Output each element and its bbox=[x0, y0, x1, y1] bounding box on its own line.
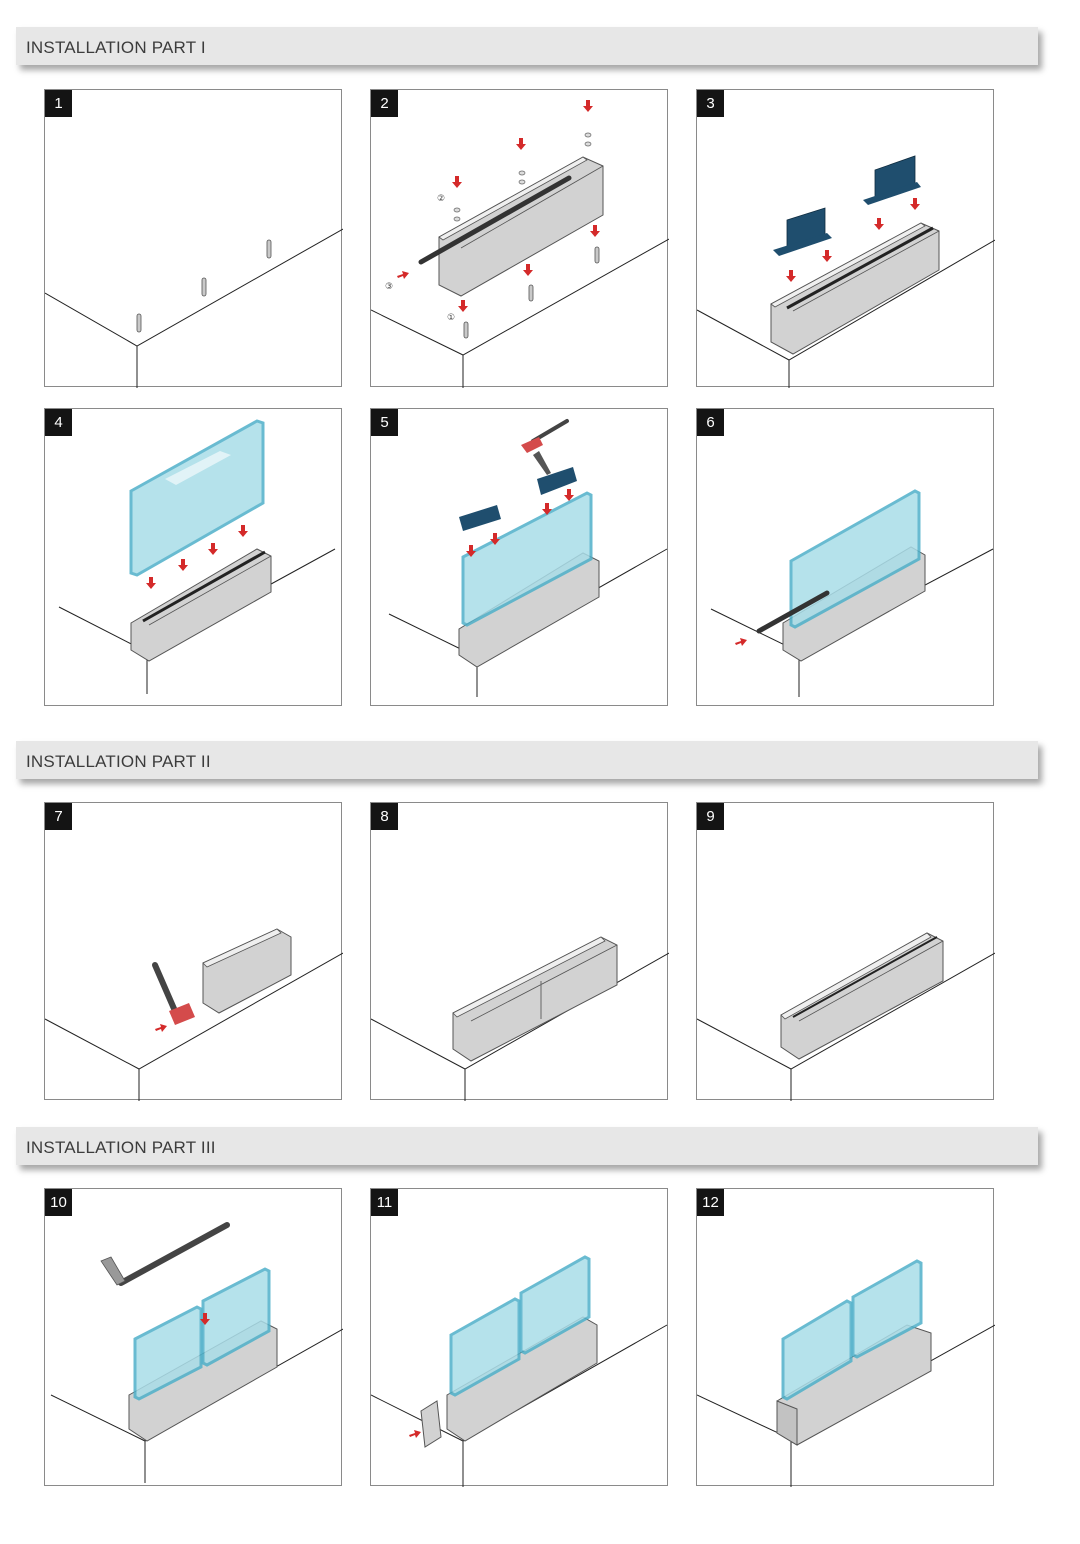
step-number-badge: 5 bbox=[371, 409, 398, 436]
glass-panel bbox=[133, 1305, 203, 1401]
mallet-head bbox=[169, 1003, 195, 1025]
step-10-illustration bbox=[50, 1222, 343, 1483]
step-number-badge: 1 bbox=[45, 90, 72, 117]
step-panel-9: 9 bbox=[696, 802, 995, 1101]
step-9-illustration bbox=[697, 932, 995, 1101]
section-title: INSTALLATION PART III bbox=[26, 1138, 216, 1157]
step-number-badge: 12 bbox=[697, 1189, 724, 1216]
step-number-badge: 3 bbox=[697, 90, 724, 117]
marker-3: ③ bbox=[385, 282, 393, 292]
section-header-part-2: INSTALLATION PART II bbox=[16, 741, 1038, 779]
glass-panel bbox=[201, 1267, 271, 1367]
anchor-bolt bbox=[266, 239, 272, 259]
step-panel-3: 3 bbox=[696, 89, 995, 388]
step-number-badge: 9 bbox=[697, 803, 724, 830]
step-panel-10: 10 bbox=[44, 1188, 343, 1486]
wedge-block bbox=[537, 467, 577, 495]
end-cap bbox=[420, 1400, 442, 1448]
glass-panel bbox=[519, 1255, 591, 1355]
step-12-illustration bbox=[697, 1259, 995, 1487]
step-3-illustration bbox=[697, 155, 995, 388]
step-7-illustration bbox=[45, 928, 343, 1101]
step-panel-7: 7 bbox=[44, 802, 343, 1101]
step-8-illustration bbox=[371, 936, 669, 1101]
step-1-illustration bbox=[45, 228, 343, 388]
section-header-part-3: INSTALLATION PART III bbox=[16, 1127, 1038, 1165]
step-number-badge: 11 bbox=[371, 1189, 398, 1216]
step-panel-4: 4 bbox=[44, 408, 342, 706]
step-4-illustration bbox=[58, 419, 336, 694]
step-number-badge: 2 bbox=[371, 90, 398, 117]
step-2-illustration: ② ③ ① bbox=[371, 100, 669, 388]
glass-panel bbox=[851, 1259, 923, 1359]
step-panel-2: ② ③ ① 2 bbox=[370, 89, 669, 388]
section-title: INSTALLATION PART II bbox=[26, 752, 211, 771]
step-panel-1: 1 bbox=[44, 89, 343, 388]
marker-1: ① bbox=[447, 313, 455, 323]
tool-red bbox=[521, 437, 543, 453]
section-title: INSTALLATION PART I bbox=[26, 38, 206, 57]
anchor-bolt bbox=[136, 313, 142, 333]
step-panel-8: 8 bbox=[370, 802, 669, 1101]
step-panel-6: 6 bbox=[696, 408, 994, 706]
step-6-illustration bbox=[710, 489, 994, 697]
step-number-badge: 10 bbox=[45, 1189, 72, 1216]
step-panel-11: 11 bbox=[370, 1188, 668, 1487]
glass-panel bbox=[129, 419, 265, 577]
glass-panel bbox=[449, 1297, 521, 1397]
step-panel-5: 5 bbox=[370, 408, 668, 706]
step-11-illustration bbox=[371, 1255, 668, 1487]
wedge-block bbox=[459, 505, 501, 531]
step-number-badge: 6 bbox=[697, 409, 724, 436]
step-panel-12: 12 bbox=[696, 1188, 995, 1487]
glass-panel bbox=[781, 1299, 853, 1401]
section-header-part-1: INSTALLATION PART I bbox=[16, 27, 1038, 65]
glass-panel bbox=[461, 491, 593, 627]
step-number-badge: 8 bbox=[371, 803, 398, 830]
step-number-badge: 4 bbox=[45, 409, 72, 436]
red-arrow-group bbox=[397, 100, 600, 312]
marker-2: ② bbox=[437, 194, 445, 204]
step-5-illustration bbox=[388, 419, 668, 697]
step-number-badge: 7 bbox=[45, 803, 72, 830]
anchor-bolt bbox=[201, 277, 207, 297]
